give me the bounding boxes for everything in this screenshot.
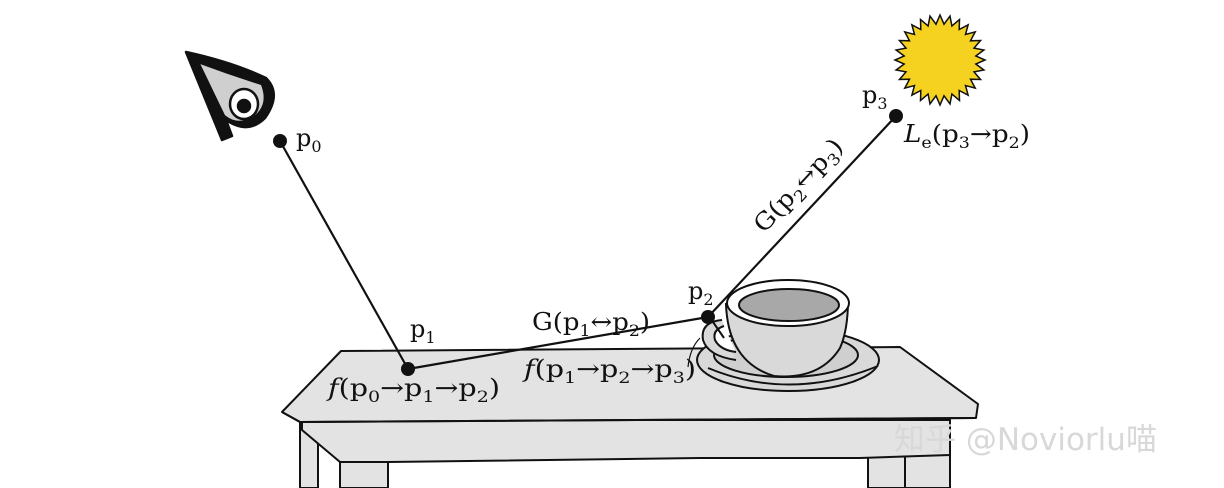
- vertex-p1: [401, 362, 415, 376]
- term-G-p2-p3: G(p2↔p3): [748, 133, 852, 241]
- segment-p0-p1: [279, 140, 409, 370]
- path-vertices: [273, 109, 903, 376]
- vertex-p2: [701, 310, 715, 324]
- label-p2: p2: [688, 277, 714, 309]
- f2-leader: [687, 337, 701, 368]
- eye-icon: [184, 50, 275, 142]
- segment-p2-p3: [707, 115, 897, 318]
- watermark: 知乎 @Noviorlu喵: [894, 422, 1157, 458]
- label-p3: p3: [862, 81, 888, 113]
- label-p0: p0: [296, 124, 322, 156]
- segment-p1-p2: [407, 315, 709, 371]
- sun-icon: [893, 13, 987, 107]
- coffee-cup: [696, 279, 880, 392]
- label-p1: p1: [410, 315, 436, 347]
- vertex-p3: [889, 109, 903, 123]
- light-path: [279, 115, 897, 371]
- vertex-p0: [273, 134, 287, 148]
